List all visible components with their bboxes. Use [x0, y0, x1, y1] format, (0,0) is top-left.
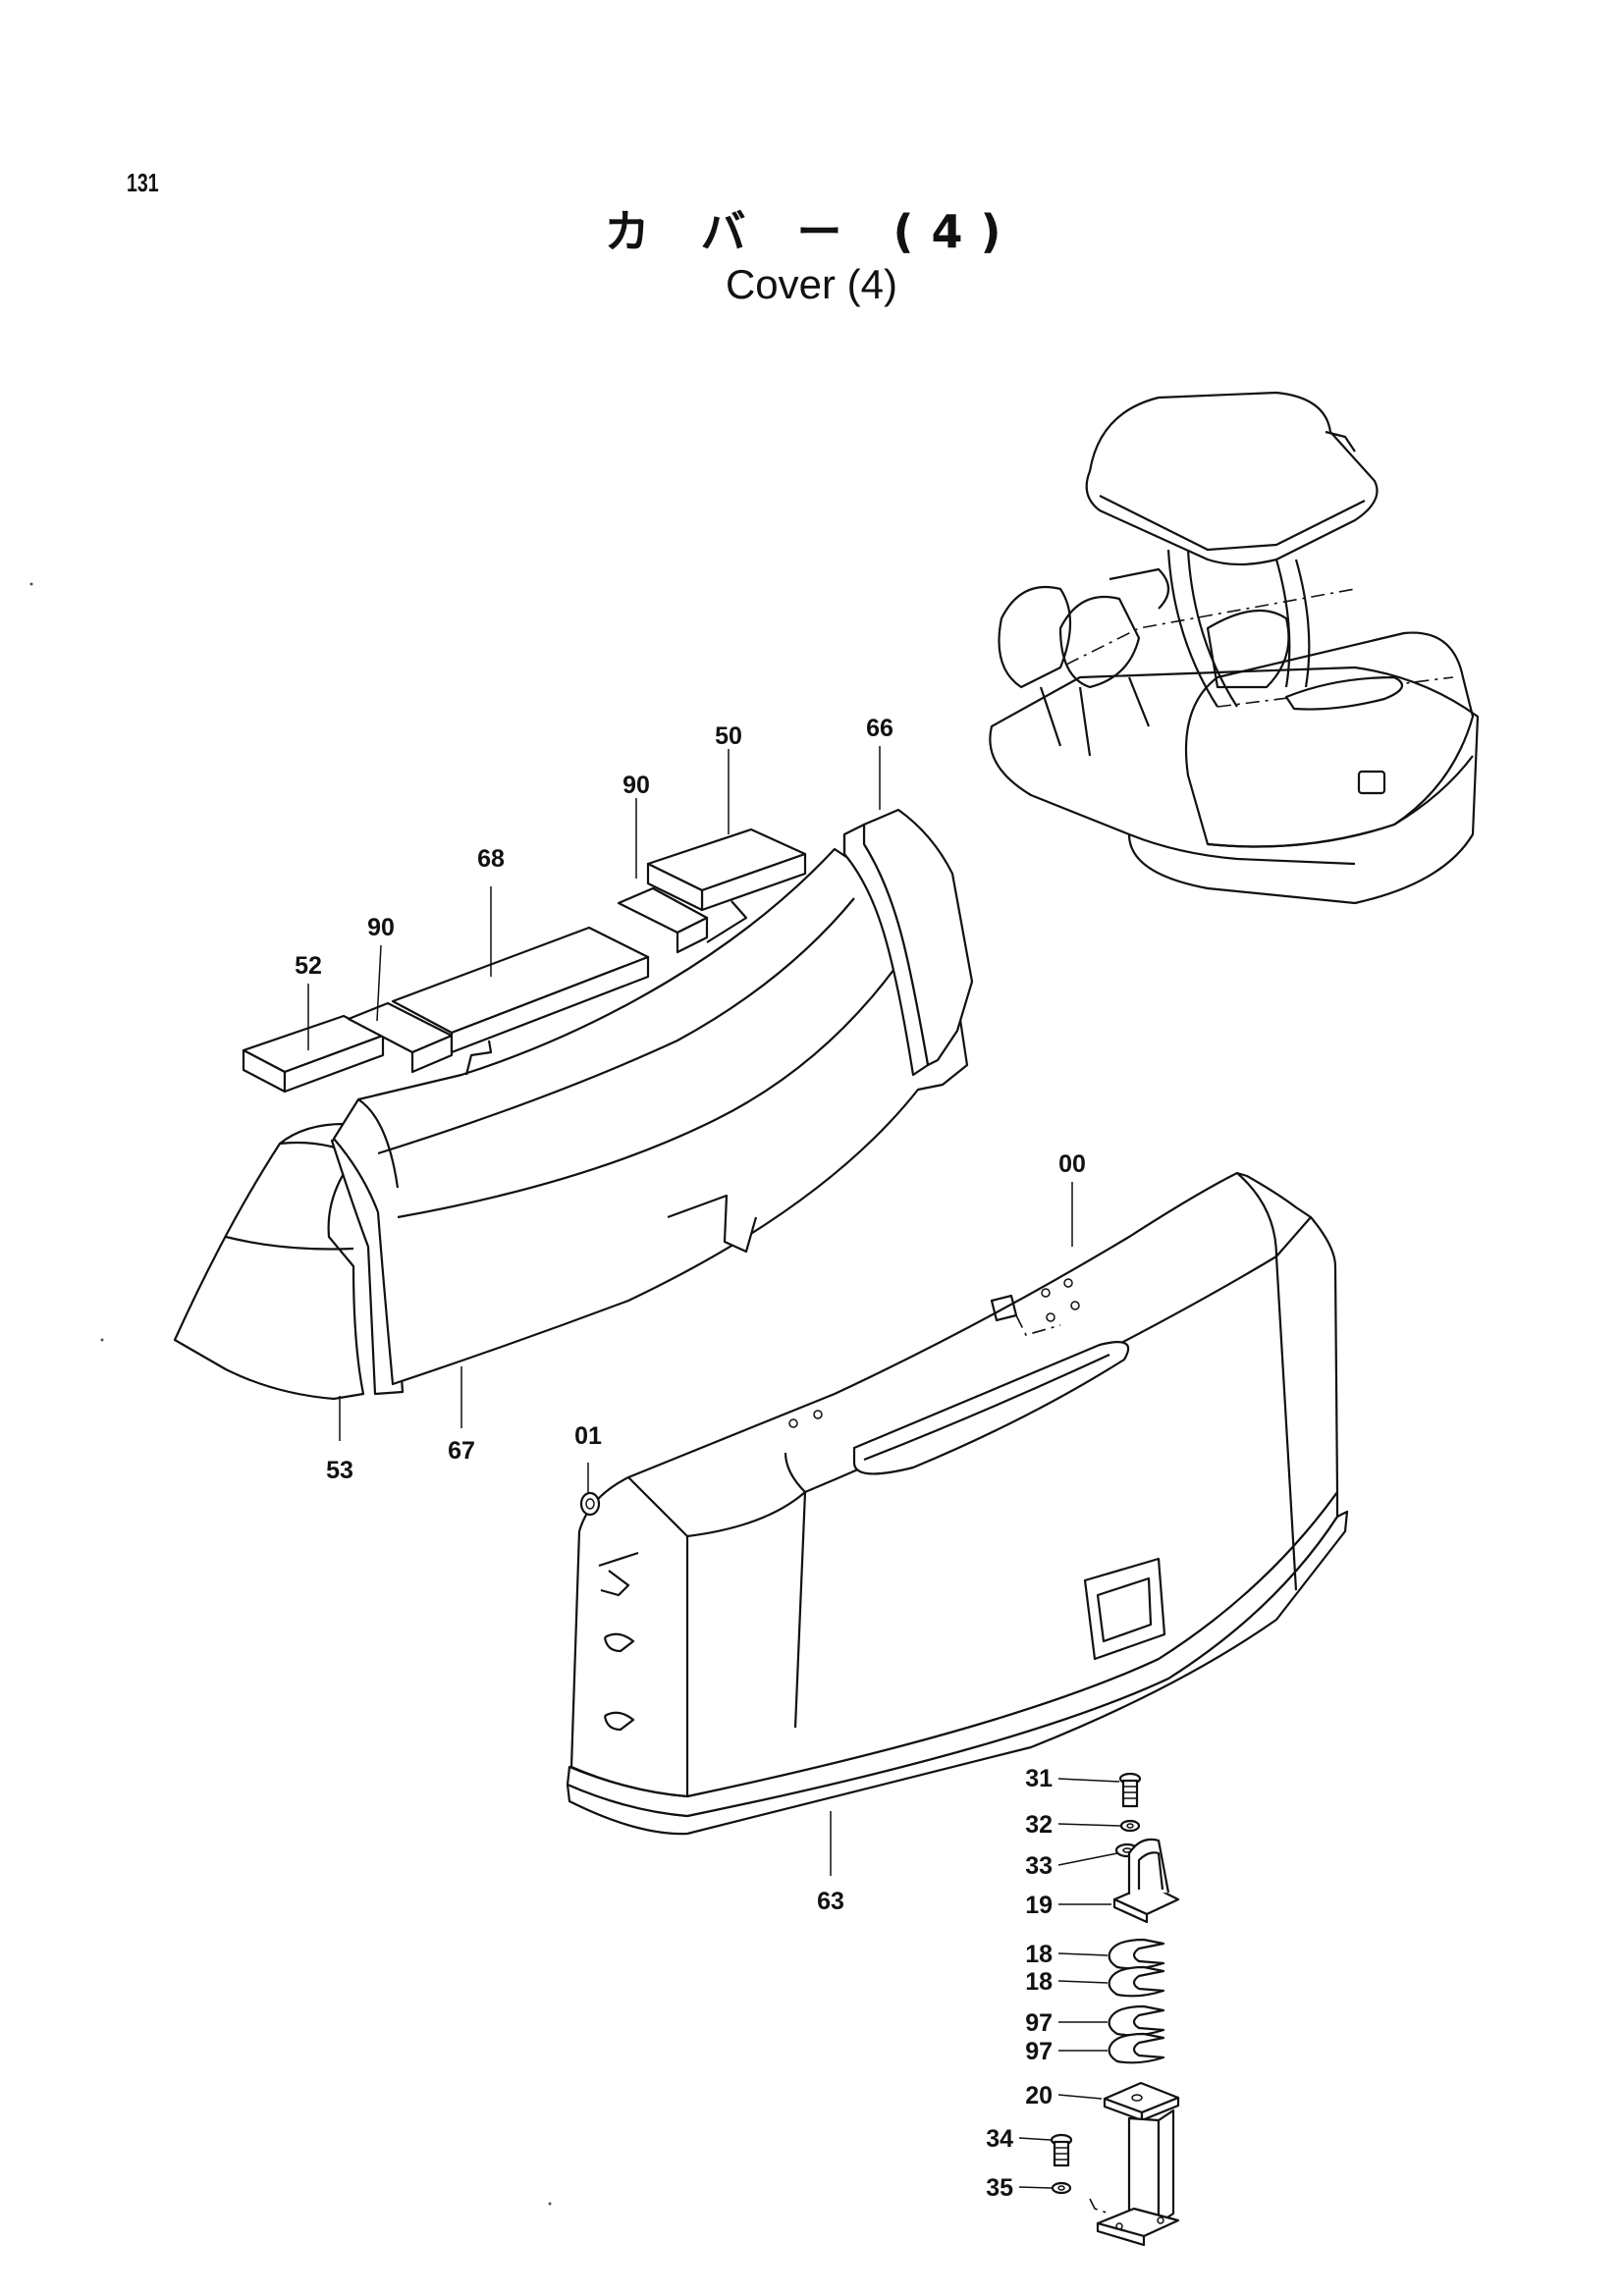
- callout-33: 33: [1025, 1852, 1053, 1880]
- callout-66: 66: [866, 715, 893, 742]
- machine-overview-illustration: [989, 391, 1480, 905]
- callout-53: 53: [326, 1457, 353, 1484]
- hardware-stack: [1050, 1772, 1180, 2247]
- callout-90-right: 90: [622, 772, 650, 799]
- callout-31: 31: [1025, 1765, 1053, 1792]
- callout-01: 01: [574, 1422, 602, 1450]
- callout-19: 19: [1025, 1892, 1053, 1919]
- callout-34: 34: [986, 2125, 1013, 2153]
- page-number: 131: [127, 168, 159, 197]
- main-cover-assembly: [566, 1171, 1349, 1836]
- leader-lines: [307, 746, 1121, 2189]
- callout-52: 52: [295, 952, 322, 980]
- callout-00: 00: [1058, 1150, 1086, 1178]
- callout-63: 63: [817, 1888, 844, 1915]
- callout-90-left: 90: [367, 914, 395, 941]
- callout-50: 50: [715, 722, 742, 750]
- callout-97-lower: 97: [1025, 2038, 1053, 2065]
- page-title-jp: カ バ ー (4): [604, 205, 1019, 258]
- callout-35: 35: [986, 2174, 1013, 2202]
- page-title-en: Cover (4): [725, 261, 898, 307]
- callout-labels: 52 90 68 90 50 66 53 67 00 01 63 31 32 3…: [295, 715, 1086, 2202]
- callout-32: 32: [1025, 1811, 1053, 1839]
- callout-20: 20: [1025, 2082, 1053, 2109]
- callout-18-lower: 18: [1025, 1968, 1053, 1996]
- callout-68: 68: [477, 845, 505, 873]
- left-cover-assembly: [173, 808, 974, 1401]
- callout-67: 67: [448, 1437, 475, 1465]
- callout-18-upper: 18: [1025, 1941, 1053, 1968]
- callout-97-upper: 97: [1025, 2009, 1053, 2037]
